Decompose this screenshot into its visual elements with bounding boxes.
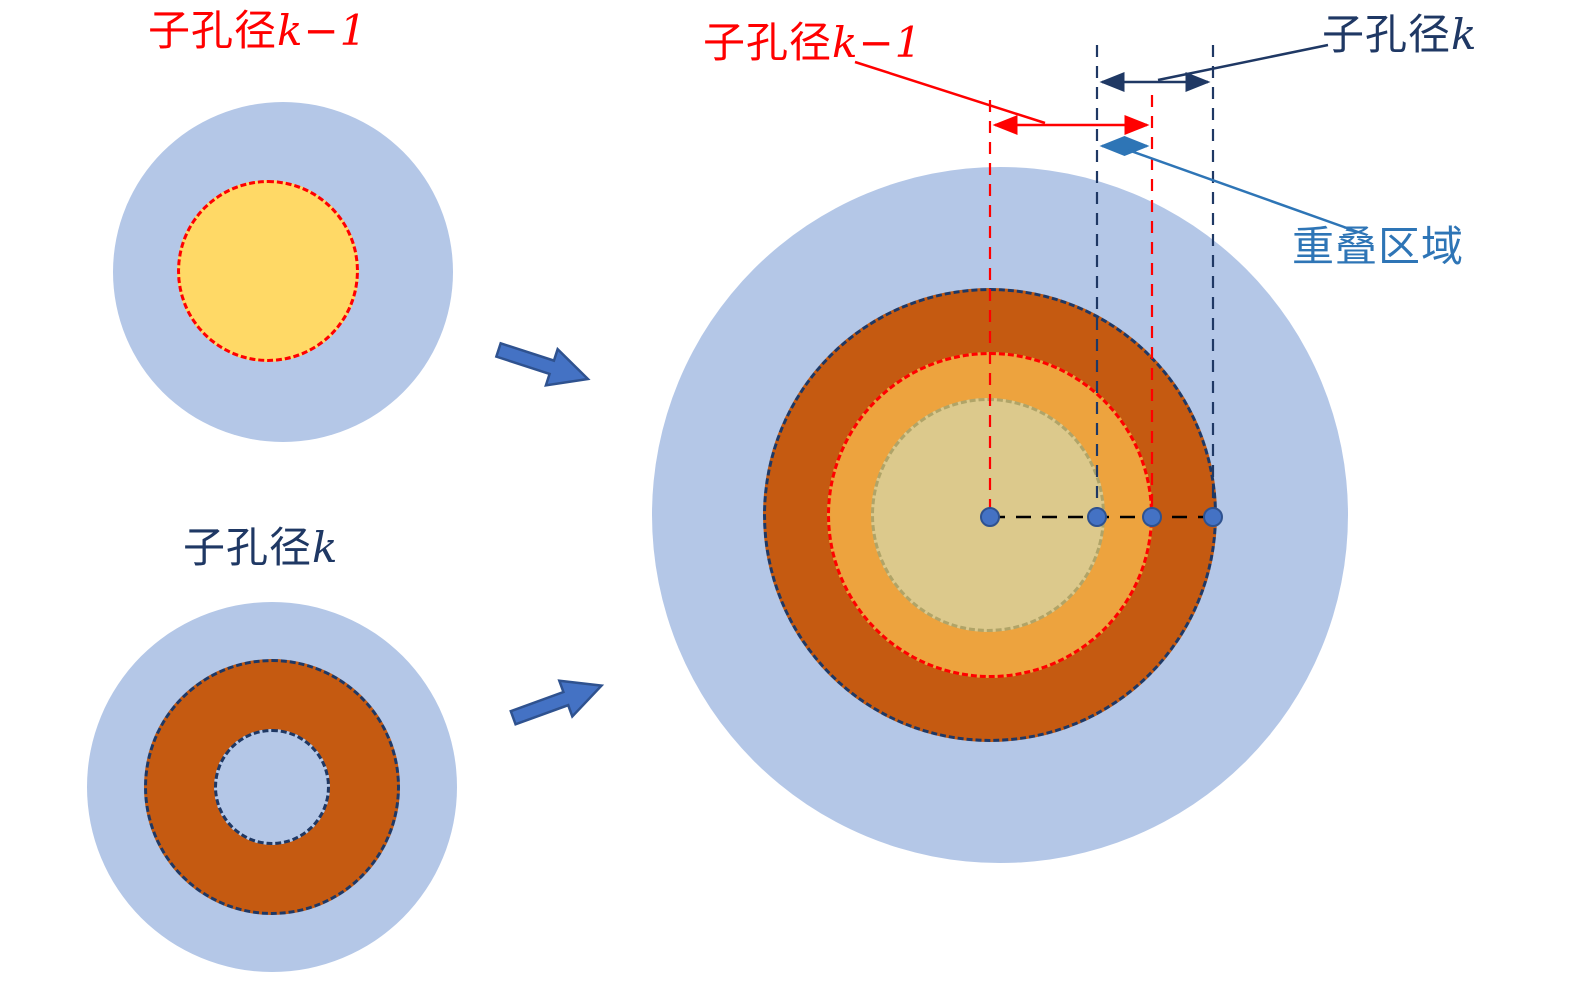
label-math-var: k — [1451, 10, 1478, 59]
label-text: 重叠区域 — [1292, 222, 1465, 271]
block-arrow-bottom — [509, 679, 605, 726]
combined-tan-core-disc — [871, 398, 1105, 632]
label-text: 子孔径 — [703, 18, 833, 67]
label-subaperture-prev-left: 子孔径k−1 — [148, 6, 368, 55]
label-subaperture-k-right: 子孔径k — [1322, 10, 1478, 59]
label-subaperture-k-left: 子孔径k — [183, 523, 339, 572]
label-overlap-region: 重叠区域 — [1292, 222, 1465, 271]
label-math-var: k−1 — [277, 6, 368, 55]
label-math-var: k — [312, 523, 339, 572]
subaperture-prev-core-disc — [177, 180, 359, 362]
label-text: 子孔径 — [183, 523, 313, 572]
label-math-var: k−1 — [832, 18, 923, 67]
label-subaperture-prev-right: 子孔径k−1 — [703, 18, 923, 67]
leader-line-navy-label — [1157, 43, 1329, 82]
label-text: 子孔径 — [148, 6, 278, 55]
subaperture-k-annulus — [144, 659, 400, 915]
subaperture-k-inner-hole — [214, 729, 330, 845]
label-text: 子孔径 — [1322, 10, 1452, 59]
block-arrow-top — [494, 341, 591, 387]
leader-line-red-label — [854, 60, 1046, 125]
